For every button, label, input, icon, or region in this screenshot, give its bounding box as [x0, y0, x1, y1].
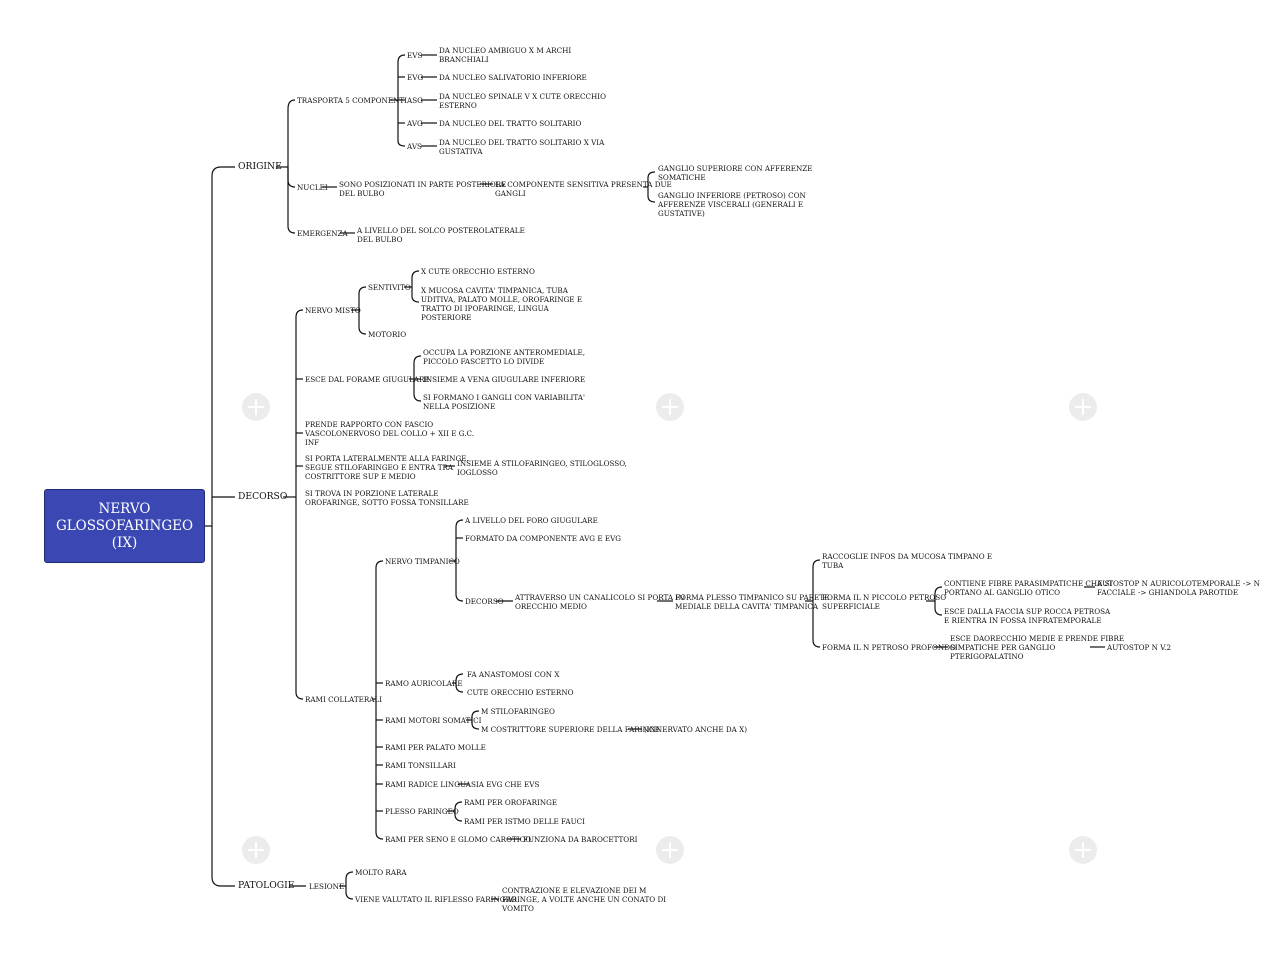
node-ganglio-superiore[interactable]: GANGLIO SUPERIORE CON AFFERENZE SOMATICH… — [658, 164, 813, 182]
node-foro[interactable]: A LIVELLO DEL FORO GIUGULARE — [465, 516, 598, 525]
node-insieme-vena[interactable]: INSIEME A VENA GIUGULARE INFERIORE — [423, 375, 586, 384]
node-raccoglie[interactable]: RACCOGLIE INFOS DA MUCOSA TIMPANO E TUBA — [822, 552, 993, 570]
node-avs-desc[interactable]: DA NUCLEO DEL TRATTO SOLITARIO X VIA GUS… — [439, 138, 605, 156]
node-nervo-timpanico[interactable]: NERVO TIMPANICO — [385, 557, 460, 566]
node-radice-lingua[interactable]: RAMI RADICE LINGUA — [385, 780, 471, 789]
node-contrazione[interactable]: CONTRAZIONE E ELEVAZIONE DEI M FARINGE, … — [502, 886, 667, 913]
node-trasporta[interactable]: TRASPORTA 5 COMPONENTI — [297, 96, 408, 105]
watermark-icon — [242, 836, 270, 864]
node-forame[interactable]: ESCE DAL FORAME GIUGULARE — [305, 375, 430, 384]
root-node[interactable]: NERVO GLOSSOFARINGEO (IX) — [44, 489, 205, 563]
node-avg[interactable]: AVG — [407, 119, 423, 128]
node-evg-desc[interactable]: DA NUCLEO SALIVATORIO INFERIORE — [439, 73, 587, 82]
node-stilofaringeo[interactable]: M STILOFARINGEO — [481, 707, 555, 716]
node-evg-evs[interactable]: SIA EVG CHE EVS — [471, 780, 540, 789]
node-nuclei-desc[interactable]: SONO POSIZIONATI IN PARTE POSTERIORE DEL… — [339, 180, 507, 198]
node-tonsillari[interactable]: RAMI TONSILLARI — [385, 761, 456, 770]
node-ramo-auricolare[interactable]: RAMO AURICOLARE — [385, 679, 463, 688]
node-seno-carotico[interactable]: RAMI PER SENO E GLOMO CAROTICO — [385, 835, 531, 844]
node-lesione[interactable]: LESIONE — [309, 882, 345, 891]
node-insieme-stilo[interactable]: INSIEME A STILOFARINGEO, STILOGLOSSO, IO… — [457, 459, 627, 477]
node-nuclei[interactable]: NUCLEI — [297, 183, 328, 192]
node-piccolo-petroso[interactable]: FORMA IL N PICCOLO PETROSO SUPERFICIALE — [822, 593, 947, 611]
node-riflesso[interactable]: VIENE VALUTATO IL RIFLESSO FARINGEO — [355, 895, 517, 904]
node-evg[interactable]: EVG — [407, 73, 424, 82]
node-avg-desc[interactable]: DA NUCLEO DEL TRATTO SOLITARIO — [439, 119, 582, 128]
node-ganglio-inferiore[interactable]: GANGLIO INFERIORE (PETROSO) CON AFFERENZ… — [658, 191, 806, 218]
node-occupa[interactable]: OCCUPA LA PORZIONE ANTEROMEDIALE, PICCOL… — [423, 348, 586, 366]
watermark-icon — [242, 393, 270, 421]
node-lateral[interactable]: SI PORTA LATERALMENTE ALLA FARINGE, SEGU… — [305, 454, 469, 481]
node-formano[interactable]: SI FORMANO I GANGLI CON VARIABILITA' NEL… — [423, 393, 585, 411]
node-esce-faccia[interactable]: ESCE DALLA FACCIA SUP ROCCA PETROSA E RI… — [944, 607, 1111, 625]
node-anastomosi[interactable]: FA ANASTOMOSI CON X — [467, 670, 560, 679]
node-contiene[interactable]: CONTIENE FIBRE PARASIMPATICHE CHE SI POR… — [944, 579, 1113, 597]
node-asg-desc[interactable]: DA NUCLEO SPINALE V X CUTE ORECCHIO ESTE… — [439, 92, 606, 110]
watermark-icon — [656, 836, 684, 864]
node-motorio[interactable]: MOTORIO — [368, 330, 407, 339]
node-rami-collaterali[interactable]: RAMI COLLATERALI — [305, 695, 383, 704]
watermark-icon — [656, 393, 684, 421]
node-molto-rara[interactable]: MOLTO RARA — [355, 868, 407, 877]
node-istmo[interactable]: RAMI PER ISTMO DELLE FAUCI — [464, 817, 585, 826]
node-patologie[interactable]: PATOLOGIE — [238, 880, 295, 891]
node-esce-orecchio[interactable]: ESCE DAORECCHIO MEDIE E PRENDE FIBRE SIM… — [950, 634, 1125, 661]
node-porzione[interactable]: SI TROVA IN PORZIONE LATERALE OROFARINGE… — [305, 489, 469, 507]
node-canalicolo[interactable]: ATTRAVERSO UN CANALICOLO SI PORTA IN ORE… — [515, 593, 685, 611]
node-origine[interactable]: ORIGINE — [238, 161, 282, 172]
node-formato[interactable]: FORMATO DA COMPONENTE AVG E EVG — [465, 534, 622, 543]
watermark-icon — [1069, 393, 1097, 421]
node-x-mucosa[interactable]: X MUCOSA CAVITA' TIMPANICA, TUBA UDITIVA… — [421, 286, 583, 322]
node-palato-molle[interactable]: RAMI PER PALATO MOLLE — [385, 743, 486, 752]
node-autostop-2[interactable]: AUTOSTOP N V.2 — [1107, 643, 1172, 652]
node-timpanico-decorso[interactable]: DECORSO — [465, 597, 504, 606]
node-orofaringe[interactable]: RAMI PER OROFARINGE — [464, 798, 558, 807]
node-emergenza[interactable]: EMERGENZA — [297, 229, 348, 238]
node-barocettori[interactable]: FUNZIONA DA BAROCETTORI — [523, 835, 638, 844]
node-avs[interactable]: AVS — [407, 142, 422, 151]
root-label: NERVO GLOSSOFARINGEO (IX) — [55, 500, 194, 551]
node-sentivito[interactable]: SENTIVITO — [368, 283, 411, 292]
node-autostop-1[interactable]: AUTOSTOP N AURICOLOTEMPORALE -> N FACCIA… — [1097, 579, 1260, 597]
node-decorso[interactable]: DECORSO — [238, 491, 288, 502]
watermark-icon — [1069, 836, 1097, 864]
node-plesso-timpanico[interactable]: FORMA PLESSO TIMPANICO SU PARETE MEDIALE… — [675, 593, 830, 611]
node-asg[interactable]: ASG — [407, 96, 423, 105]
node-rami-motori[interactable]: RAMI MOTORI SOMATICI — [385, 716, 482, 725]
node-nervo-misto[interactable]: NERVO MISTO — [305, 306, 361, 315]
node-plesso-faringeo[interactable]: PLESSO FARINGEO — [385, 807, 459, 816]
node-emergenza-desc[interactable]: A LIVELLO DEL SOLCO POSTEROLATERALE DEL … — [357, 226, 525, 244]
node-evs-desc[interactable]: DA NUCLEO AMBIGUO X M ARCHI BRANCHIALI — [439, 46, 572, 64]
node-evs[interactable]: EVS — [407, 51, 423, 60]
node-rapporto[interactable]: PRENDE RAPPORTO CON FASCIO VASCOLONERVOS… — [305, 420, 475, 447]
node-sensitiva[interactable]: LA COMPONENTE SENSITIVA PRESENTA DUE GAN… — [495, 180, 672, 198]
node-cute-orecchio[interactable]: CUTE ORECCHIO ESTERNO — [467, 688, 574, 697]
node-innervato[interactable]: (INNERVATO ANCHE DA X) — [644, 725, 748, 734]
node-costrittore[interactable]: M COSTRITTORE SUPERIORE DELLA FARINGE — [481, 725, 660, 734]
node-petroso-profondo[interactable]: FORMA IL N PETROSO PROFONDO — [822, 643, 956, 652]
node-x-cute[interactable]: X CUTE ORECCHIO ESTERNO — [421, 267, 535, 276]
